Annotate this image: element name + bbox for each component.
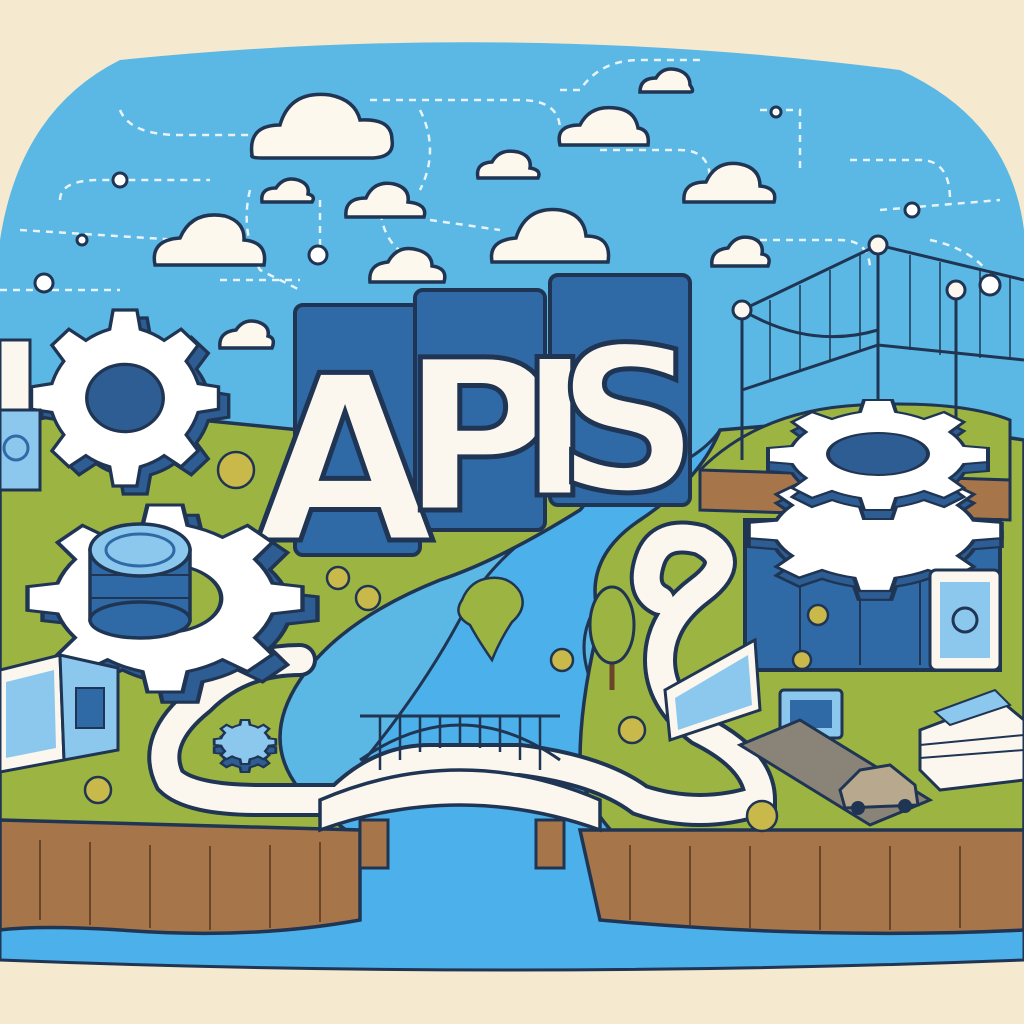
network-node-icon bbox=[769, 105, 783, 119]
flower-icon bbox=[791, 649, 813, 671]
suspension-bridge-icon bbox=[731, 234, 1024, 460]
left-cliff-grooves bbox=[39, 840, 321, 930]
title-letter-p: P bbox=[401, 315, 555, 560]
tablet-icon bbox=[0, 338, 42, 492]
car-icon bbox=[838, 763, 920, 815]
road-surface bbox=[151, 524, 774, 823]
server-stack-icon bbox=[918, 688, 1024, 792]
cloud-icon bbox=[152, 213, 267, 267]
bridge-icon bbox=[318, 714, 602, 870]
network-node-icon bbox=[75, 233, 89, 247]
map-panel-icon bbox=[0, 653, 120, 774]
gear-icon bbox=[766, 398, 990, 521]
flower-icon bbox=[806, 603, 830, 627]
cloud-icon bbox=[218, 319, 276, 350]
cloud-icon bbox=[475, 149, 541, 180]
cloud-icon bbox=[344, 181, 427, 219]
title-letter-s: S bbox=[556, 305, 700, 538]
cloud-icon bbox=[710, 235, 771, 268]
flower-icon bbox=[83, 775, 113, 805]
coin-stack-icon bbox=[88, 522, 192, 640]
network-node-icon bbox=[33, 272, 55, 294]
clouds bbox=[152, 67, 777, 350]
cloud-icon bbox=[557, 105, 651, 147]
cloud-icon bbox=[368, 246, 447, 284]
flower-icon bbox=[745, 799, 779, 833]
left-island-cliff bbox=[0, 818, 362, 936]
cloud-icon bbox=[489, 207, 611, 264]
title-letter-i: I bbox=[520, 319, 591, 540]
right-island-cliff bbox=[577, 828, 1024, 936]
cloud-icon bbox=[682, 161, 777, 204]
flower-icon bbox=[549, 647, 575, 673]
flowers bbox=[83, 450, 830, 833]
network-node-icon bbox=[903, 201, 921, 219]
flower-icon bbox=[617, 715, 647, 745]
cloud-icon bbox=[638, 67, 695, 94]
map-islet bbox=[457, 576, 524, 663]
network-node-icon bbox=[111, 171, 129, 189]
map-panel-icon bbox=[663, 637, 762, 743]
flower-icon bbox=[325, 565, 351, 591]
gear-icon bbox=[29, 308, 231, 496]
title-letters: A P I S bbox=[253, 273, 703, 598]
gear-icon bbox=[212, 718, 278, 774]
tablet-icon bbox=[928, 568, 1002, 672]
right-cliff-grooves bbox=[629, 845, 961, 930]
cloud-icon bbox=[260, 177, 316, 204]
title-letter-a: A bbox=[256, 328, 434, 595]
network-node-icon bbox=[307, 244, 329, 266]
tree-icon bbox=[588, 585, 636, 690]
network-node-icon bbox=[978, 273, 1002, 297]
flower-icon bbox=[354, 584, 382, 612]
cloud-icon bbox=[249, 92, 395, 160]
flower-icon bbox=[216, 450, 256, 490]
